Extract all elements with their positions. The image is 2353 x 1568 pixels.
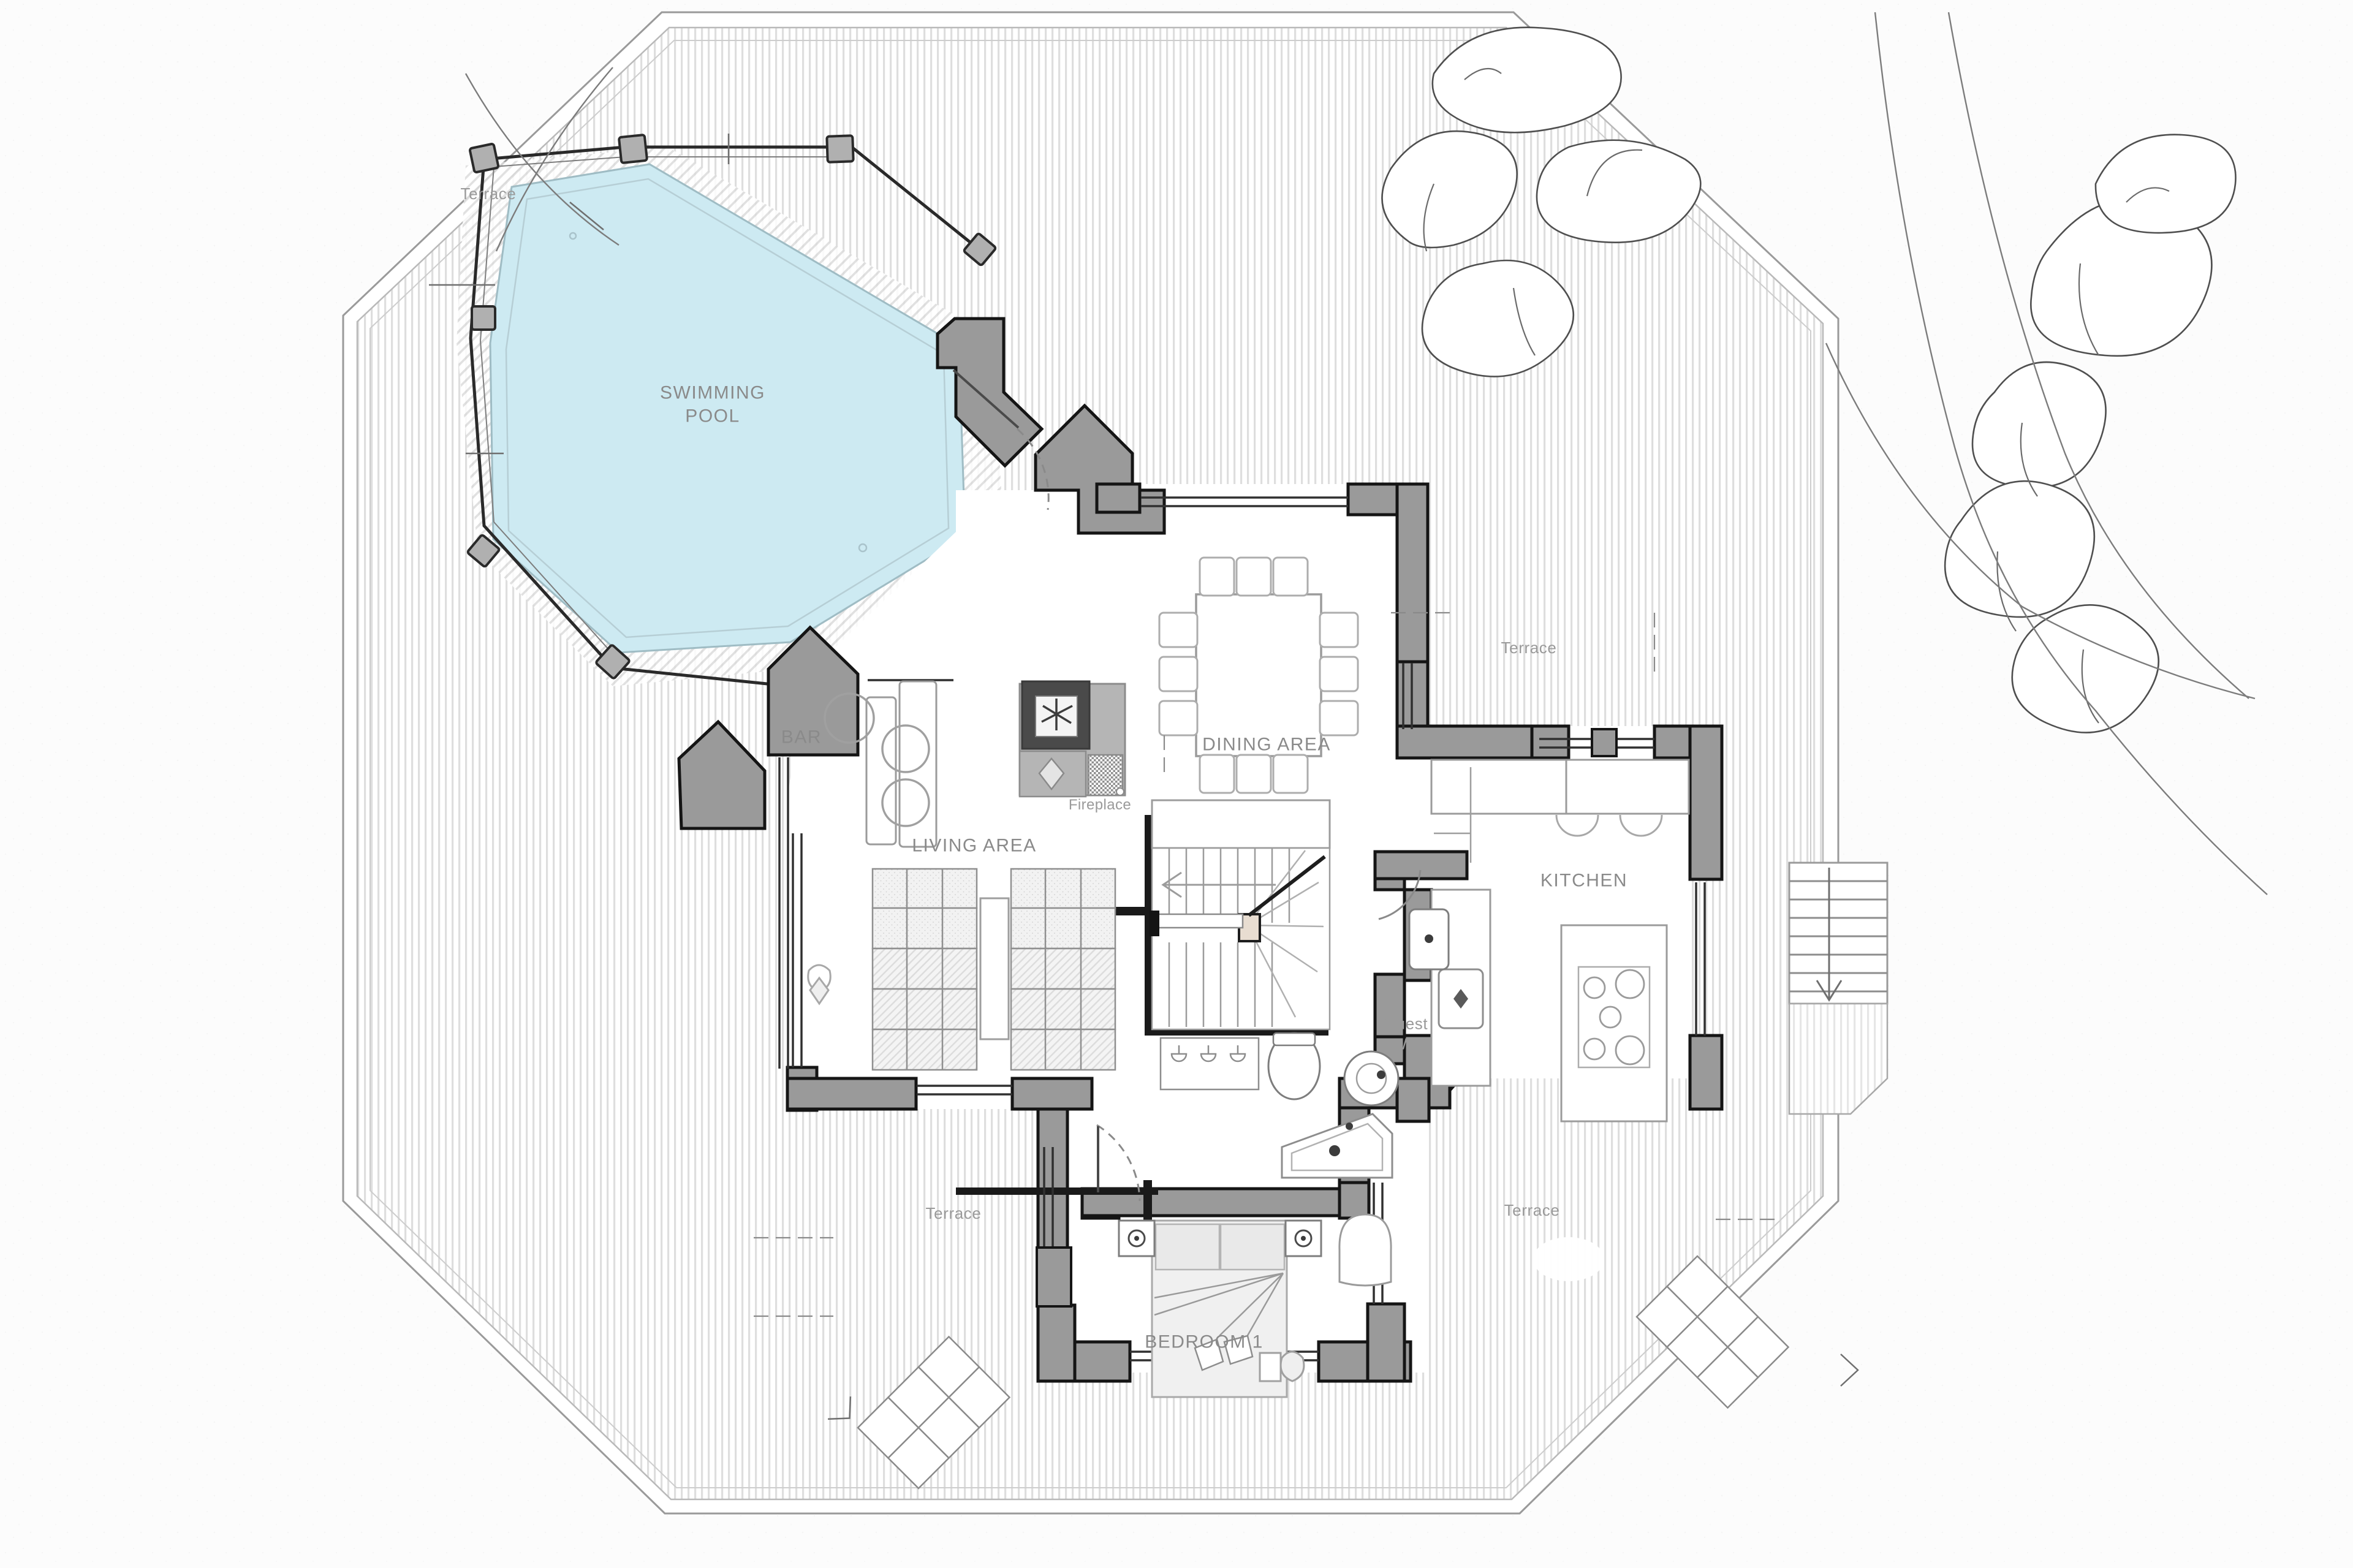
swimming-pool (457, 147, 1005, 686)
nightstand-right (1284, 1219, 1322, 1257)
stepping-stones-sw (828, 1335, 1011, 1490)
double-bed (1151, 1219, 1288, 1398)
coffee-table (979, 897, 1010, 1040)
stepping-stones-se (1635, 1255, 1859, 1409)
glazing-mullions (1036, 728, 1618, 1308)
site-contours (1825, 12, 2268, 895)
bar-stools (824, 692, 930, 827)
guest-wc-washbasin (1343, 1050, 1400, 1107)
sofa-left (871, 868, 978, 1071)
dimension-ticks (429, 134, 730, 455)
fireplace (1018, 680, 1126, 798)
terrace-deck-rim (369, 40, 1811, 1488)
bar-counter (865, 680, 938, 848)
planter-living (807, 964, 832, 1006)
kitchen-sink (1438, 968, 1484, 1029)
slope-marks-nw (464, 67, 620, 252)
guest-wc-basin (1408, 908, 1450, 971)
armchair-bedroom (1338, 1213, 1392, 1287)
staircase-exterior (1788, 862, 1889, 1115)
nightstand-left (1118, 1219, 1156, 1257)
dining-table (1195, 593, 1322, 757)
guest-wc-toilet (1267, 1032, 1321, 1100)
dining-chairs (1158, 556, 1359, 794)
rocks-east (1944, 134, 2237, 733)
staircase-interior (1150, 799, 1331, 1031)
wardrobe-hangers (1159, 1037, 1260, 1091)
kitchen-overhead-lines (1434, 767, 1472, 863)
sofa-right (1010, 868, 1116, 1071)
kitchen-island (1560, 924, 1668, 1123)
bathtub (1281, 1113, 1393, 1179)
door-leaf (952, 369, 1099, 1192)
planter-bedroom (1259, 1350, 1305, 1382)
kitchen-stools (1555, 814, 1663, 837)
door-swings (1017, 428, 1422, 1202)
terrace-highlight (1533, 1237, 1604, 1281)
rocks-north (1381, 26, 1702, 377)
dimension-marks (754, 612, 1777, 1317)
